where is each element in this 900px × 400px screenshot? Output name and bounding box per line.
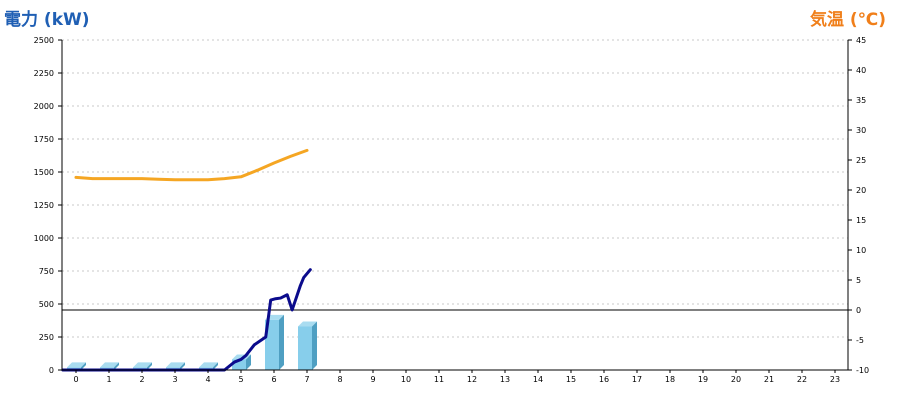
x-tick-label: 0 — [73, 375, 78, 384]
power-bar — [298, 321, 317, 370]
right-tick-label: 15 — [856, 216, 866, 225]
right-tick-label: 5 — [856, 276, 861, 285]
x-tick-label: 11 — [434, 375, 444, 384]
right-axis-title: 気温 (℃) — [809, 10, 886, 30]
bar-top — [100, 362, 119, 368]
bar-top — [298, 321, 317, 327]
x-tick-label: 6 — [271, 375, 276, 384]
x-tick-label: 14 — [533, 375, 543, 384]
bar-front — [298, 326, 312, 370]
x-tick-label: 16 — [599, 375, 609, 384]
right-tick-label: 35 — [856, 96, 866, 105]
x-tick-label: 17 — [632, 375, 642, 384]
right-tick-label: 25 — [856, 156, 866, 165]
temperature-line — [74, 148, 309, 182]
bar-side — [147, 362, 152, 370]
x-tick-label: 12 — [467, 375, 477, 384]
left-tick-label: 1000 — [34, 234, 54, 243]
x-tick-label: 3 — [172, 375, 177, 384]
power-bar — [265, 314, 284, 370]
right-tick-label: -5 — [856, 336, 864, 345]
right-tick-label: 20 — [856, 186, 866, 195]
x-tick-label: 22 — [797, 375, 807, 384]
x-tick-label: 23 — [830, 375, 840, 384]
x-tick-label: 9 — [370, 375, 375, 384]
x-tick-label: 13 — [500, 375, 510, 384]
bar-side — [312, 321, 317, 370]
left-tick-label: 250 — [39, 333, 54, 342]
left-tick-label: 2500 — [34, 36, 54, 45]
x-tick-label: 8 — [337, 375, 342, 384]
bar-front — [232, 359, 246, 370]
bar-top — [199, 362, 218, 368]
right-tick-label: 45 — [856, 36, 866, 45]
bar-front — [265, 319, 279, 370]
bar-top — [133, 362, 152, 368]
right-tick-label: 30 — [856, 126, 866, 135]
x-tick-label: 2 — [139, 375, 144, 384]
bar-side — [81, 362, 86, 370]
left-tick-label: 0 — [49, 366, 54, 375]
left-tick-label: 2000 — [34, 102, 54, 111]
x-tick-label: 21 — [764, 375, 774, 384]
x-tick-label: 15 — [566, 375, 576, 384]
left-tick-label: 1750 — [34, 135, 54, 144]
bar-side — [180, 362, 185, 370]
x-tick-label: 5 — [238, 375, 243, 384]
right-tick-label: 40 — [856, 66, 866, 75]
left-tick-label: 1500 — [34, 168, 54, 177]
bar-side — [213, 362, 218, 370]
left-tick-label: 1250 — [34, 201, 54, 210]
left-axis-title: 電力 (kW) — [4, 10, 90, 30]
bar-side — [114, 362, 119, 370]
right-tick-label: -10 — [856, 366, 869, 375]
bar-side — [279, 314, 284, 370]
bar-side — [246, 354, 251, 370]
x-tick-label: 1 — [106, 375, 111, 384]
x-tick-label: 19 — [698, 375, 708, 384]
left-tick-label: 750 — [39, 267, 54, 276]
x-tick-label: 20 — [731, 375, 741, 384]
x-tick-label: 18 — [665, 375, 675, 384]
bar-top — [67, 362, 86, 368]
x-tick-label: 4 — [205, 375, 210, 384]
bar-top — [166, 362, 185, 368]
left-tick-label: 2250 — [34, 69, 54, 78]
x-tick-label: 10 — [401, 375, 411, 384]
left-tick-label: 500 — [39, 300, 54, 309]
right-tick-label: 10 — [856, 246, 866, 255]
right-tick-label: 0 — [856, 306, 861, 315]
x-tick-label: 7 — [304, 375, 309, 384]
